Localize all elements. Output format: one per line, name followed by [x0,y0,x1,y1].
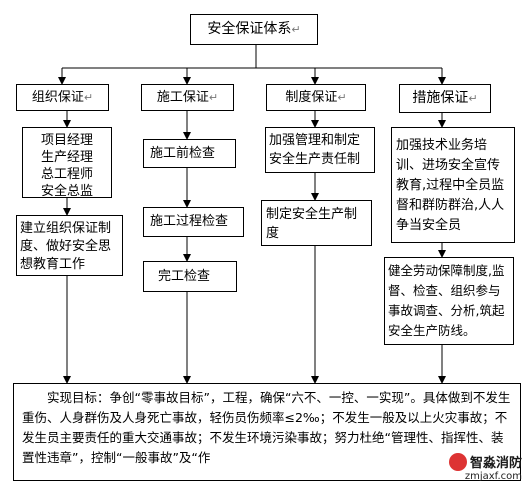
org-role: 生产经理 [41,150,94,165]
header-measures: 措施保证↵ [399,84,491,113]
system-title-box: 安全保证体系↵ [190,14,318,45]
measures-top-box: 加强技术业务培训、进场安全宣传教育,过程中全员监督和群防群治,人人争当安全员 [391,127,515,243]
org-role: 安全总监 [41,184,94,199]
watermark-name: 智淼消防 [469,455,522,471]
step-pre-check: 施工前检查 [143,139,236,168]
goal-box: 实现目标：争创“零事故目标”，工程，确保“六不、一控、一实现”。具体做到不发生重… [13,383,521,481]
watermark: 智淼消防 zmjaxf.com [448,452,522,482]
system-top-box: 加强管理和制定安全生产责任制 [265,127,375,173]
org-role: 项目经理 [41,133,94,148]
org-role: 总工程师 [41,167,94,182]
measures-bottom-box: 健全劳动保障制度,监督、检查、组织参与事故调查、分析,筑起安全生产防线。 [384,257,514,345]
system-bottom-box: 制定安全生产制度 [261,200,372,246]
header-organization: 组织保证↵ [16,84,109,111]
org-bottom-box: 建立组织保证制度、做好安全思想教育工作 [16,215,123,276]
org-roles-box: 项目经理 生产经理 总工程师 安全总监 [22,127,112,199]
header-construction: 施工保证↵ [141,84,234,111]
goal-text: 实现目标：争创“零事故目标”，工程，确保“六不、一控、一实现”。具体做到不发生重… [22,390,511,465]
watermark-url: zmjaxf.com [464,471,522,482]
system-title: 安全保证体系 [207,21,292,37]
step-final-check: 完工检查 [143,261,237,292]
header-system: 制度保证↵ [266,84,366,111]
watermark-logo-icon [448,453,467,471]
step-process-check: 施工过程检查 [143,207,244,237]
